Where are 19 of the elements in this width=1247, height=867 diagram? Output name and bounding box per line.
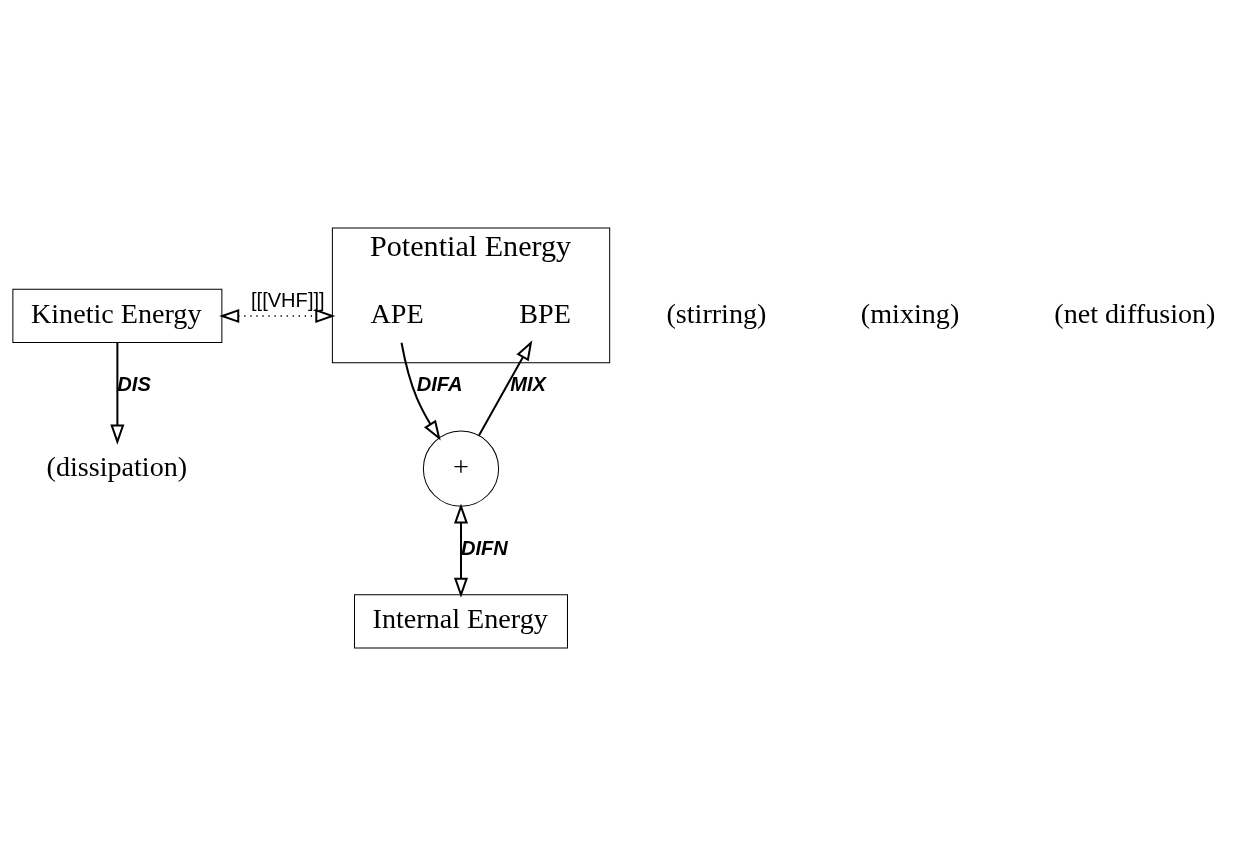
arrow: [400, 342, 441, 440]
node-box: Internal Energy: [354, 593, 568, 648]
node-box: Kinetic Energy: [12, 288, 223, 343]
arrow: [453, 503, 469, 598]
arrow: [219, 308, 336, 323]
edge-label: DIFN: [460, 536, 508, 559]
label: (mixing): [860, 297, 960, 329]
node-circle: +: [422, 430, 500, 507]
node-text: (dissipation): [46, 450, 188, 482]
arrow: [478, 339, 533, 436]
label: (net diffusion): [1054, 297, 1216, 329]
edge-label: MIX: [510, 372, 546, 395]
edge-label: DIFA: [416, 372, 463, 395]
node-text: BPE: [519, 297, 571, 329]
node-text: APE: [370, 297, 424, 329]
arrow: [110, 342, 125, 445]
label: (stirring): [666, 297, 767, 329]
edge-label: DIS: [117, 372, 151, 395]
edge-label: [[[VHF]]]: [251, 288, 325, 311]
